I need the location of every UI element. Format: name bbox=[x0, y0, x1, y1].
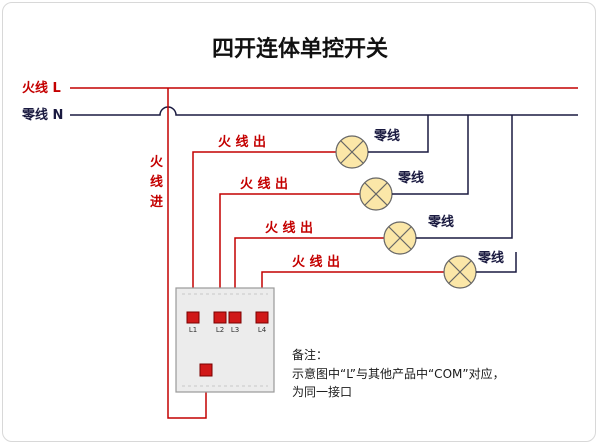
terminal-l2 bbox=[213, 311, 227, 324]
terminal-label-l2: L2 bbox=[216, 326, 224, 334]
output-wire-2 bbox=[219, 193, 360, 312]
lamp-icon bbox=[383, 221, 417, 255]
live-in-label-2: 线 bbox=[150, 174, 163, 190]
neutral-label-1: 零线 bbox=[373, 128, 400, 144]
live-in-label-1: 火 bbox=[150, 155, 164, 170]
neutral-label-2: 零线 bbox=[397, 170, 424, 186]
output-label-3: 火 线 出 bbox=[265, 220, 313, 236]
neutral-label-3: 零线 bbox=[427, 214, 454, 230]
live-line-label: 火线 L bbox=[22, 80, 61, 96]
output-label-4: 火 线 出 bbox=[292, 254, 340, 270]
neutral-return-wire-3 bbox=[416, 115, 513, 239]
neutral-return-wire-4 bbox=[476, 252, 517, 273]
terminal-label-l3: L3 bbox=[231, 326, 239, 334]
output-wire-3 bbox=[234, 237, 384, 312]
live-in-label-3: 进 bbox=[150, 195, 163, 210]
lamp-icon bbox=[335, 135, 369, 169]
terminal-label-l4: L4 bbox=[258, 326, 267, 334]
neutral-label-4: 零线 bbox=[477, 250, 504, 266]
diagram-frame bbox=[2, 2, 596, 442]
neutral-return-wire-1 bbox=[368, 115, 429, 153]
note-line-1: 示意图中“L”与其他产品中“COM”对应， bbox=[292, 366, 505, 381]
output-label-2: 火 线 出 bbox=[240, 176, 288, 192]
neutral-main-wire bbox=[70, 106, 578, 116]
output-wire-1 bbox=[192, 151, 336, 312]
note-heading: 备注： bbox=[292, 347, 328, 362]
live-feed-wire bbox=[167, 88, 207, 419]
neutral-return-wire-2 bbox=[392, 115, 469, 195]
lamp-icon bbox=[443, 255, 477, 289]
terminal-l1 bbox=[186, 311, 200, 324]
terminal-label-l1: L1 bbox=[189, 326, 197, 334]
lamp-icon bbox=[359, 177, 393, 211]
diagram-title: 四开连体单控开关 bbox=[212, 36, 388, 62]
terminal-l3 bbox=[228, 311, 242, 324]
output-wire-4 bbox=[261, 271, 444, 312]
note-line-2: 为同一接口 bbox=[292, 384, 352, 399]
terminal-l4 bbox=[255, 311, 269, 324]
neutral-line-label: 零线 N bbox=[21, 107, 63, 123]
output-label-1: 火 线 出 bbox=[218, 134, 266, 150]
four-gang-switch: L1 L2 L3 L4 bbox=[175, 287, 275, 393]
terminal-live-in bbox=[199, 363, 213, 377]
